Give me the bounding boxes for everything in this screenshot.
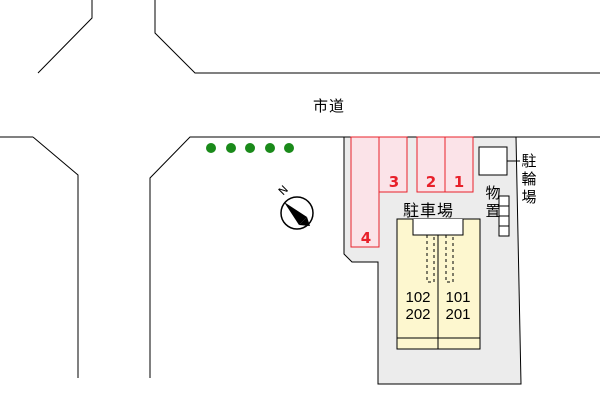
bicycle-parking-label: 駐輪場 bbox=[521, 152, 537, 206]
tree-icon bbox=[265, 143, 275, 153]
svg-text:N: N bbox=[276, 183, 291, 198]
storage-shed bbox=[498, 195, 510, 237]
tree-icon bbox=[284, 143, 294, 153]
road-edge-upper-right bbox=[154, 0, 600, 74]
parking-space-1 bbox=[444, 136, 474, 193]
parking-space-number-2: 2 bbox=[425, 173, 437, 191]
parking-lot-label: 駐車場 bbox=[403, 201, 455, 220]
road-label: 市道 bbox=[313, 97, 346, 115]
tree-icon bbox=[245, 143, 255, 153]
storage-label: 物置 bbox=[485, 184, 501, 220]
tree-icon bbox=[206, 143, 216, 153]
tree-icon bbox=[226, 143, 236, 153]
parking-spaces bbox=[350, 136, 474, 248]
road-edge-lower-left bbox=[32, 136, 79, 378]
unit-102: 102 bbox=[405, 289, 431, 306]
compass-north-arrow-icon: N bbox=[276, 183, 314, 230]
building bbox=[396, 218, 481, 350]
tree-row bbox=[206, 143, 294, 153]
parking-space-2 bbox=[416, 136, 446, 193]
stairs-right bbox=[445, 235, 454, 283]
unit-201: 201 bbox=[445, 306, 471, 323]
parking-space-number-3: 3 bbox=[388, 173, 400, 191]
bicycle-parking-box bbox=[478, 146, 508, 176]
parking-space-3 bbox=[378, 136, 408, 193]
parking-space-4 bbox=[350, 136, 380, 248]
parking-space-number-1: 1 bbox=[453, 173, 465, 191]
unit-101: 101 bbox=[445, 289, 471, 306]
road-edge-upper-left bbox=[37, 0, 93, 74]
unit-202: 202 bbox=[405, 306, 431, 323]
parking-space-number-4: 4 bbox=[360, 229, 372, 247]
stairs-left bbox=[426, 235, 435, 283]
